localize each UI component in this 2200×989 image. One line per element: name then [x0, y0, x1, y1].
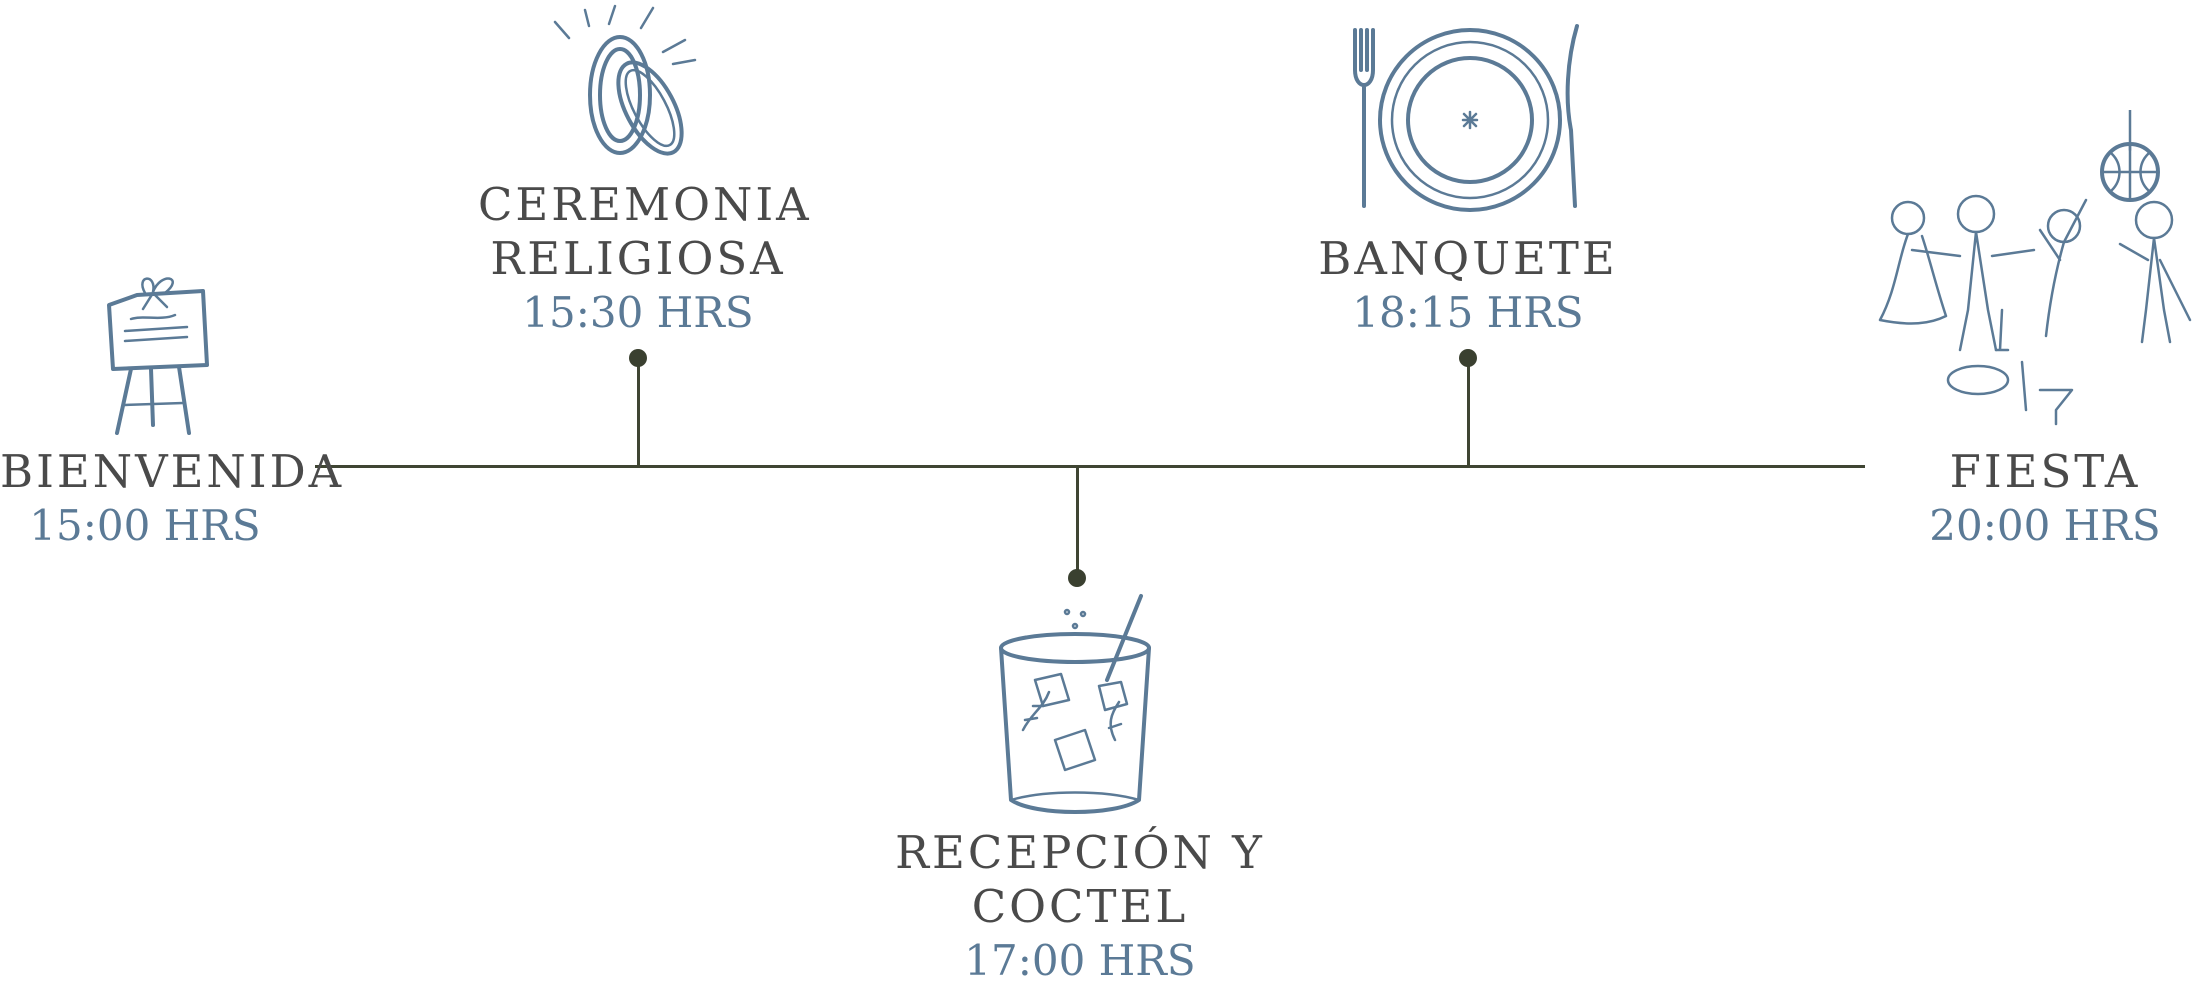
event-name: BIENVENIDA: [0, 445, 345, 498]
event-name-line-1: RECEPCIÓN Y: [895, 826, 1265, 879]
event-ceremonia: CEREMONIA RELIGIOSA 15:30 HRS: [478, 178, 812, 340]
cocktail-glass-icon: [999, 594, 1151, 814]
event-bienvenida: BIENVENIDA 15:00 HRS: [0, 445, 345, 553]
event-recepcion: RECEPCIÓN Y COCTEL 17:00 HRS: [890, 826, 1270, 988]
event-time: 15:00 HRS: [29, 501, 261, 550]
plate-cutlery-icon: [1353, 24, 1579, 212]
event-name-line-2: COCTEL: [971, 880, 1189, 933]
event-time: 17:00 HRS: [964, 936, 1196, 985]
marker-dot-recepcion: [1068, 569, 1086, 587]
event-name: BANQUETE: [1318, 232, 1618, 285]
event-name-line-2: RELIGIOSA: [490, 232, 786, 285]
event-time: 18:15 HRS: [1352, 288, 1584, 337]
event-banquete: BANQUETE 18:15 HRS: [1308, 232, 1628, 340]
dancing-party-icon: [1878, 110, 2192, 426]
event-name: FIESTA: [1949, 445, 2141, 498]
marker-dot-ceremonia: [629, 349, 647, 367]
connector-recepcion: [1076, 467, 1079, 577]
timeline-axis: [315, 465, 1865, 468]
marker-dot-banquete: [1459, 349, 1477, 367]
wedding-rings-icon: [553, 4, 697, 156]
event-name-line-1: CEREMONIA: [478, 178, 812, 231]
event-time: 15:30 HRS: [522, 288, 754, 337]
connector-ceremonia: [637, 358, 640, 466]
welcome-sign-icon: [107, 277, 209, 435]
event-time: 20:00 HRS: [1929, 501, 2161, 550]
connector-banquete: [1467, 358, 1470, 466]
event-fiesta: FIESTA 20:00 HRS: [1900, 445, 2190, 553]
